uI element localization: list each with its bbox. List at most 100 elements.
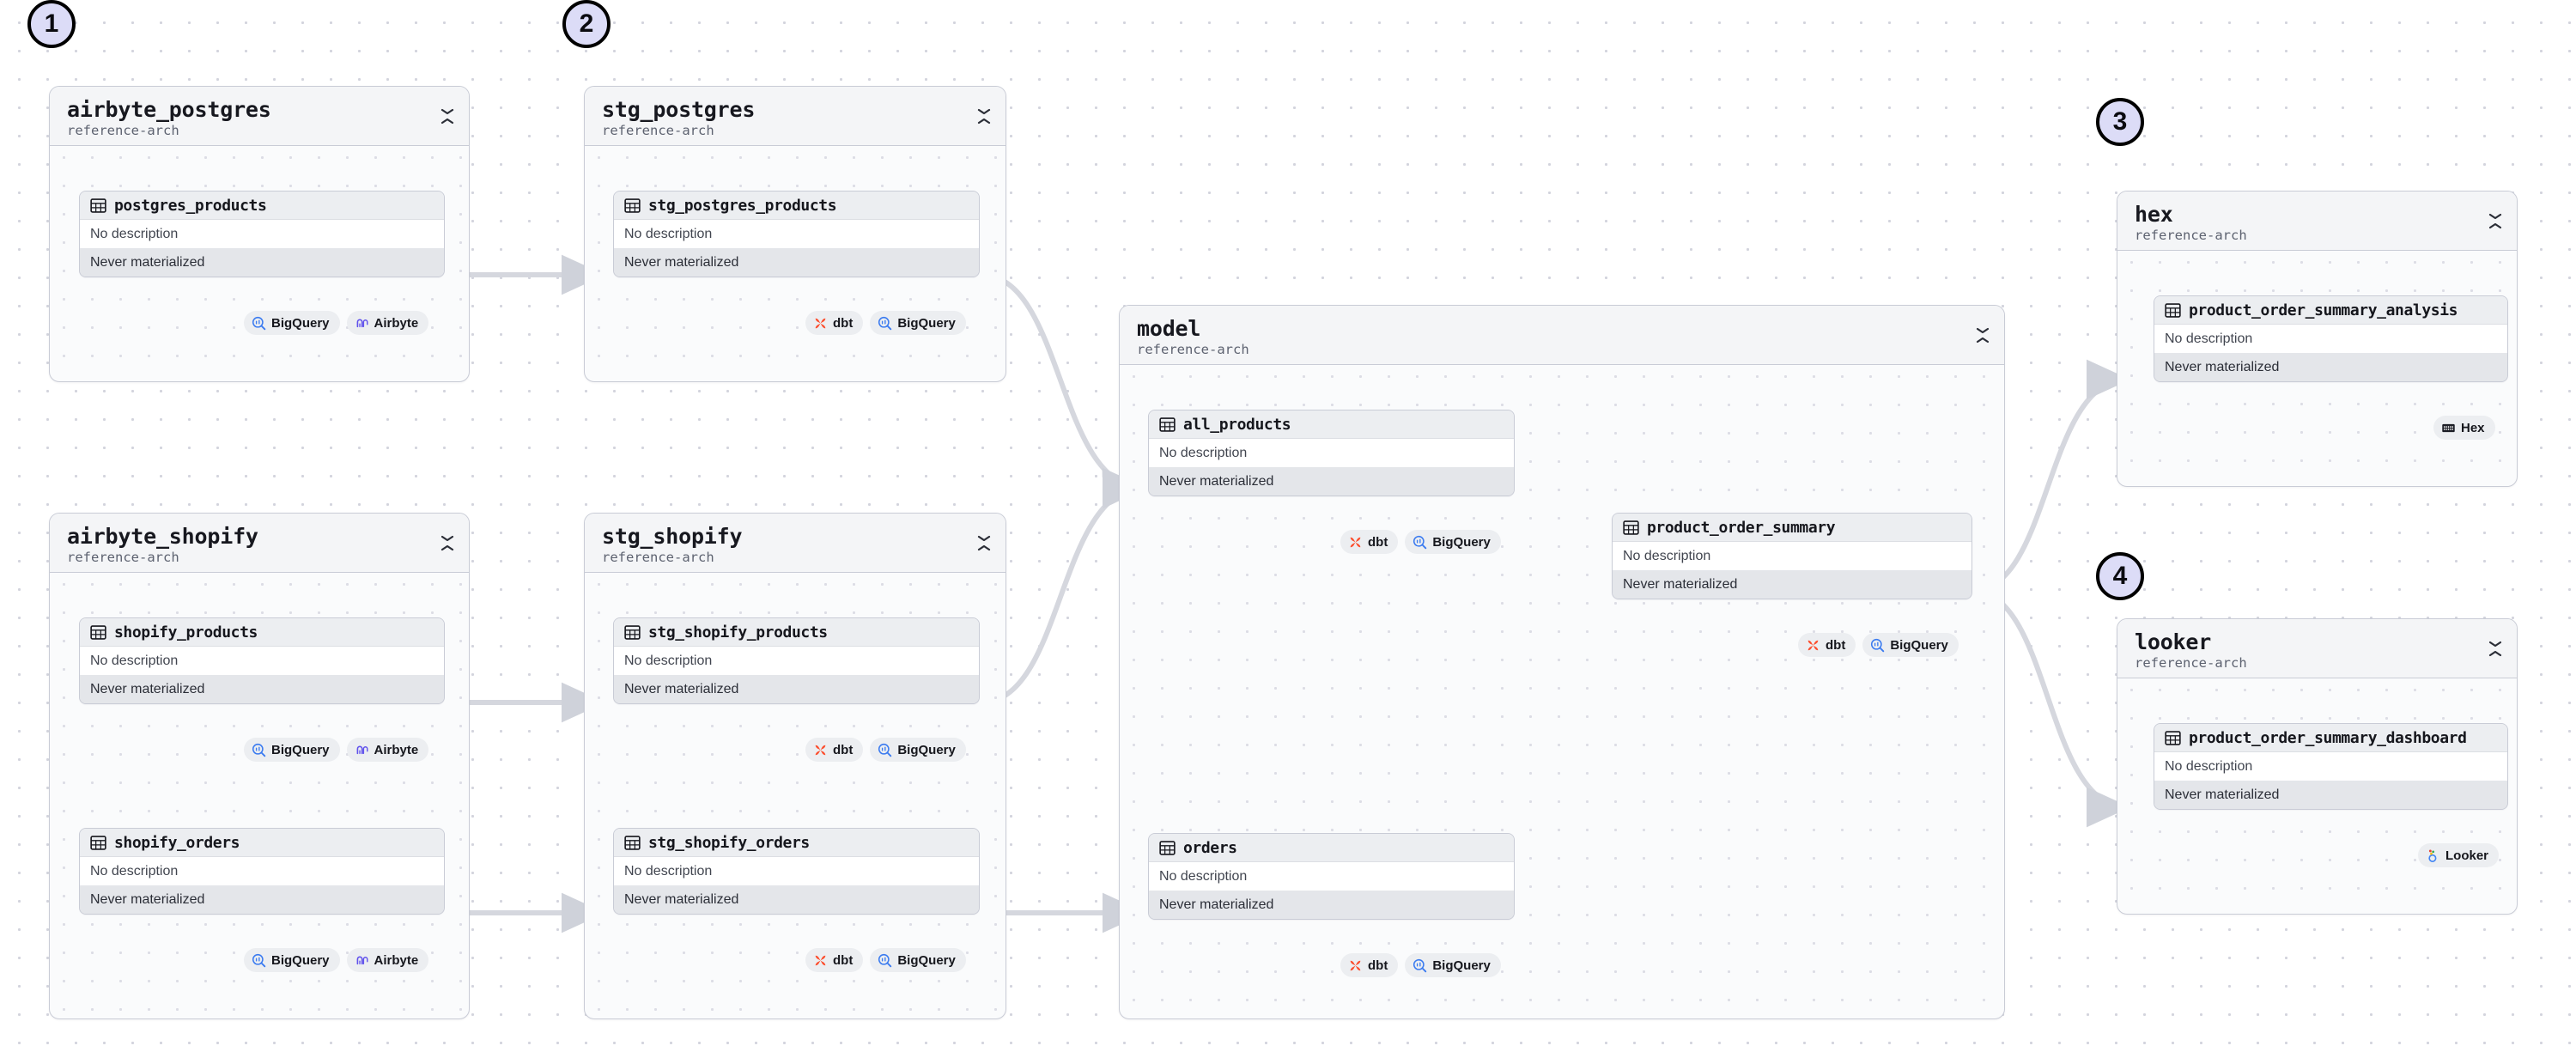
badge-label: BigQuery [1890,637,1948,653]
collapse-toggle-button[interactable] [438,105,457,127]
badge-row: Hex [2433,416,2495,440]
badge-row: dbt BigQuery [805,948,966,972]
group-airbyte-shopify[interactable]: airbyte_shopify reference-arch [49,513,470,1019]
badge-looker[interactable]: Looker [2418,843,2500,867]
collapse-toggle-button[interactable] [975,532,993,554]
group-model[interactable]: model reference-arch [1119,305,2005,1019]
node-materialization: Never materialized [80,675,444,703]
group-airbyte-postgres[interactable]: airbyte_postgres reference-arch [49,86,470,382]
collapse-toggle-button[interactable] [1973,324,1992,346]
chevron-up-icon [2488,222,2502,228]
node-all-products[interactable]: all_products No description Never materi… [1148,410,1515,496]
chevron-up-icon [1976,337,1990,343]
step-marker-4: 4 [2096,552,2144,600]
chevron-up-icon [977,118,991,124]
group-title: stg_shopify [602,524,743,549]
step-marker-1: 1 [27,0,76,48]
chevron-up-icon [2488,650,2502,656]
node-name: stg_postgres_products [648,197,837,215]
node-description: No description [80,857,444,885]
group-title: stg_postgres [602,97,756,122]
group-looker[interactable]: looker reference-arch [2117,618,2518,915]
group-title: airbyte_postgres [67,97,271,122]
badge-dbt[interactable]: dbt [805,738,864,762]
node-stg-postgres-products[interactable]: stg_postgres_products No description Nev… [613,191,980,277]
badge-airbyte[interactable]: Airbyte [346,311,429,335]
node-materialization: Never materialized [1149,467,1514,496]
badge-label: BigQuery [1432,958,1491,973]
node-stg-shopify-orders[interactable]: stg_shopify_orders No description Never … [613,828,980,915]
node-header: all_products [1149,410,1514,439]
badge-bigquery[interactable]: BigQuery [870,311,966,335]
badge-label: BigQuery [897,952,956,968]
node-product-order-summary-analysis[interactable]: product_order_summary_analysis No descri… [2154,295,2508,382]
looker-icon [2428,848,2437,862]
badge-row: BigQuery Airbyte [244,948,429,972]
collapse-toggle-button[interactable] [975,105,993,127]
badge-bigquery[interactable]: BigQuery [1405,530,1501,554]
node-orders[interactable]: orders No description Never materialized [1148,833,1515,920]
chevron-down-icon [977,108,991,114]
group-header: airbyte_postgres reference-arch [50,87,469,146]
group-hex[interactable]: hex reference-arch [2117,191,2518,487]
chevron-down-icon [2488,213,2502,219]
group-title: looker [2135,629,2212,654]
badge-bigquery[interactable]: BigQuery [1405,953,1501,977]
table-icon [624,836,641,850]
airbyte-icon [356,956,368,964]
badge-dbt[interactable]: dbt [805,948,864,972]
badge-row: dbt BigQuery [1798,633,1959,657]
badge-bigquery[interactable]: BigQuery [244,311,340,335]
node-postgres-products[interactable]: postgres_products No description Never m… [79,191,445,277]
node-product-order-summary[interactable]: product_order_summary No description Nev… [1612,513,1972,599]
node-product-order-summary-dashboard[interactable]: product_order_summary_dashboard No descr… [2154,723,2508,810]
node-materialization: Never materialized [80,885,444,914]
node-name: orders [1183,839,1237,857]
table-icon [90,198,106,213]
badge-dbt[interactable]: dbt [1340,530,1399,554]
node-stg-shopify-products[interactable]: stg_shopify_products No description Neve… [613,617,980,704]
badge-bigquery[interactable]: BigQuery [244,738,340,762]
badge-bigquery[interactable]: BigQuery [1862,633,1959,657]
hex-icon [2442,423,2455,432]
badge-airbyte[interactable]: Airbyte [346,738,429,762]
node-shopify-products[interactable]: shopify_products No description Never ma… [79,617,445,704]
node-name: shopify_orders [114,834,240,852]
group-header: hex reference-arch [2117,192,2517,251]
node-description: No description [1613,542,1971,570]
node-materialization: Never materialized [614,248,979,277]
collapse-toggle-button[interactable] [438,532,457,554]
table-icon [2165,303,2181,318]
badge-label: dbt [833,742,854,757]
node-description: No description [614,220,979,248]
chevron-down-icon [977,535,991,541]
collapse-toggle-button[interactable] [2486,210,2505,232]
collapse-toggle-button[interactable] [2486,637,2505,660]
badge-bigquery[interactable]: BigQuery [870,948,966,972]
node-description: No description [614,647,979,675]
node-header: product_order_summary [1613,514,1971,542]
node-name: postgres_products [114,197,267,215]
badge-bigquery[interactable]: BigQuery [244,948,340,972]
badge-dbt[interactable]: dbt [1340,953,1399,977]
bigquery-icon [1413,958,1427,972]
badge-dbt[interactable]: dbt [805,311,864,335]
badge-hex[interactable]: Hex [2433,416,2495,440]
bigquery-icon [878,316,892,330]
badge-dbt[interactable]: dbt [1798,633,1856,657]
node-shopify-orders[interactable]: shopify_orders No description Never mate… [79,828,445,915]
group-stg-shopify[interactable]: stg_shopify reference-arch [584,513,1006,1019]
chevron-down-icon [440,535,454,541]
chevron-down-icon [2488,641,2502,647]
badge-label: Airbyte [374,742,419,757]
group-title: airbyte_shopify [67,524,258,549]
node-description: No description [2154,752,2507,781]
badge-bigquery[interactable]: BigQuery [870,738,966,762]
group-stg-postgres[interactable]: stg_postgres reference-arch [584,86,1006,382]
node-header: product_order_summary_analysis [2154,296,2507,325]
chevron-up-icon [977,544,991,550]
bigquery-icon [878,743,892,757]
badge-airbyte[interactable]: Airbyte [346,948,429,972]
node-header: postgres_products [80,192,444,220]
